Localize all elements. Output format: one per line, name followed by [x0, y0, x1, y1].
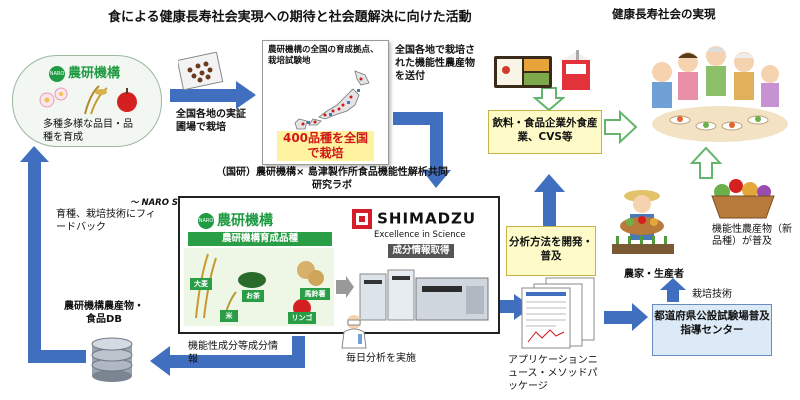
- seed-bag-icon: [178, 52, 224, 90]
- component-info-bar: 成分情報取得: [388, 244, 454, 258]
- crop-label: 馬鈴薯: [300, 288, 330, 300]
- analysis-method-panel: 分析方法を開発・普及: [506, 226, 596, 276]
- food-industry-box: 飲料・食品企業外食産業、CVS等: [488, 110, 602, 154]
- arrow-naro-to-map: [170, 81, 256, 109]
- crop-label: リンゴ: [288, 312, 316, 324]
- lab-naro-badge-icon: NARO: [198, 213, 214, 229]
- crop-label: お茶: [242, 290, 264, 302]
- map-panel: 農研機構の全国の育成拠点、栽培試験地 400品種を全国で栽培: [262, 40, 389, 165]
- label-functional-products: 機能性農産物（新品種）が普及: [712, 224, 792, 247]
- label-daily-analysis: 毎日分析を実施: [346, 353, 416, 364]
- flowers-rice-apple-icon: [39, 85, 137, 115]
- lab-title: （国研）農研機構× 島津製作所食品機能性解析共同研究ラボ: [216, 167, 448, 191]
- arrow-map-to-lab: [393, 112, 451, 188]
- shimadzu-logo-block: SHIMADZU: [352, 208, 476, 229]
- prefecture-box: 都道府県公設試験場普及指導センター: [652, 304, 772, 356]
- naro-badge-icon: NARO: [49, 65, 65, 82]
- farmer-icon: [612, 190, 674, 254]
- arrow-bento-down: [532, 87, 566, 112]
- label-ship-products: 全国各地で栽培された機能性農産物を送付: [395, 45, 475, 82]
- map-title: 農研機構の全国の育成拠点、栽培試験地: [268, 45, 379, 66]
- crop-label: 大麦: [190, 278, 212, 290]
- scientist-icon: [341, 315, 367, 349]
- vegetable-basket-icon: [711, 179, 775, 219]
- shimadzu-mark-icon: [352, 208, 372, 229]
- map-caption: 400品種を全国で栽培: [277, 131, 374, 161]
- farmers-label: 農家・生産者: [624, 269, 684, 280]
- database-icon: [91, 337, 133, 382]
- crop-label: 米: [220, 310, 238, 322]
- naro-breeding-caption: 多種多様な品目・品種を育成: [43, 119, 133, 143]
- lab-naro-logo: 農研機構: [217, 213, 273, 229]
- label-component-info: 機能性成分等成分情報: [188, 341, 278, 365]
- label-field-cultivation: 全国各地の実証圃場で栽培: [176, 109, 246, 133]
- analysis-method-label: 分析方法を開発・普及: [509, 236, 593, 262]
- arrow-food-to-society: [604, 109, 638, 145]
- arrow-farmers-to-society: [689, 146, 723, 179]
- label-cultivation-tech: 栽培技術: [692, 289, 732, 300]
- japan-map-icon: [294, 70, 370, 130]
- documents-icon: [521, 277, 595, 349]
- arrow-lab-to-db: [150, 336, 305, 376]
- arrow-crops-to-instrument: [336, 276, 354, 298]
- society-title: 健康長寿社会の実現: [612, 7, 716, 21]
- family-dining-icon: [652, 46, 788, 142]
- naro-logo: 農研機構: [68, 66, 121, 81]
- arrow-db-to-naro: [20, 146, 86, 363]
- label-app-news: アプリケーションニュース・メソッドパッケージ: [508, 355, 598, 392]
- lc-ms-instrument-icon: [359, 269, 489, 321]
- crops-panel: 大麦 お茶 馬鈴薯 米 リンゴ: [184, 248, 334, 326]
- shimadzu-tagline: Excellence in Science: [374, 230, 466, 240]
- arrow-prefecture-to-farmers: [660, 278, 686, 302]
- naro-varieties-bar: 農研機構育成品種: [188, 232, 332, 246]
- bento-drink-icon: [494, 50, 590, 90]
- naro-db-label: 農研機構農産物・食品DB: [64, 301, 144, 325]
- label-feedback: 育種、栽培技術にフィードバック: [56, 209, 156, 233]
- page-title: 食による健康長寿社会実現への期待と社会題解決に向けた活動: [108, 10, 472, 25]
- shimadzu-logo: SHIMADZU: [377, 209, 477, 228]
- arrow-analysis-to-prefecture: [604, 303, 648, 331]
